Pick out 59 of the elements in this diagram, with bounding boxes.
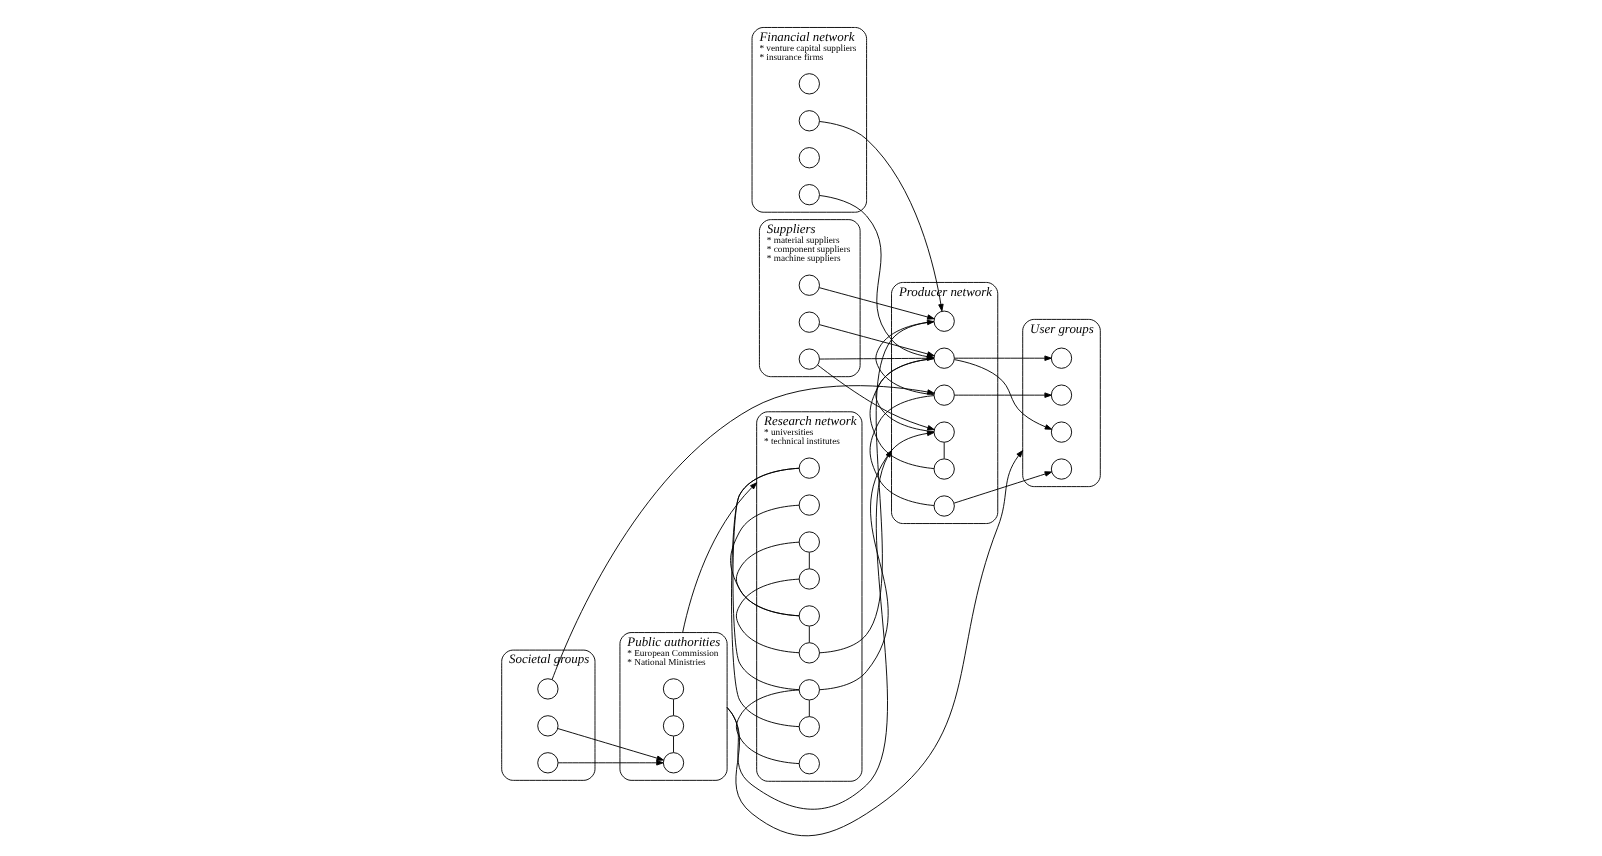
- connector: [808, 551, 810, 570]
- connector: [808, 699, 810, 717]
- connector: [869, 395, 935, 506]
- arrow: [818, 287, 935, 320]
- connector: [943, 442, 945, 460]
- node-circle: [798, 605, 820, 627]
- arrow: [954, 355, 1052, 361]
- connector: [731, 467, 800, 728]
- node-circle: [933, 495, 955, 517]
- connector: [735, 578, 800, 654]
- arrow: [817, 364, 935, 431]
- node-circle: [537, 678, 559, 700]
- node-circle: [798, 531, 820, 553]
- arrow: [953, 471, 1053, 504]
- node-circle: [798, 147, 820, 169]
- node-circle: [1050, 384, 1073, 406]
- arrow: [557, 760, 664, 766]
- node-circle: [933, 310, 955, 332]
- arrow: [954, 359, 1053, 430]
- arrow: [819, 430, 935, 691]
- node-circle: [1050, 458, 1073, 480]
- node-circle: [798, 73, 820, 95]
- node-circle: [933, 384, 955, 406]
- node-circle: [537, 715, 559, 737]
- node-circle: [798, 110, 820, 132]
- arrow: [954, 392, 1052, 398]
- connector: [869, 358, 935, 469]
- node-circle: [1050, 421, 1073, 443]
- arrow: [551, 385, 935, 681]
- arrow: [726, 450, 1024, 837]
- node-circle: [1050, 347, 1073, 369]
- node-circle: [537, 752, 559, 774]
- node-circle: [933, 421, 955, 443]
- node-circle: [798, 348, 820, 370]
- node-circle: [933, 347, 955, 369]
- node-circle: [933, 458, 955, 480]
- node-circle: [798, 184, 820, 206]
- node-circle: [662, 678, 685, 700]
- node-circle: [798, 494, 820, 516]
- connector: [673, 735, 674, 753]
- arrow: [819, 121, 944, 312]
- node-circle: [798, 274, 820, 296]
- arrow: [818, 324, 935, 357]
- node-circle: [798, 679, 820, 701]
- arrow: [726, 450, 892, 810]
- node-circle: [798, 457, 820, 479]
- node-circle: [662, 715, 685, 737]
- node-circle: [798, 753, 820, 775]
- node-circle: [662, 752, 685, 774]
- connector: [735, 689, 800, 765]
- node-circle: [798, 716, 820, 738]
- node-circle: [798, 311, 820, 333]
- connector: [673, 698, 674, 716]
- node-circle: [798, 568, 820, 590]
- node-circle: [798, 642, 820, 664]
- connector: [730, 504, 800, 617]
- arrow: [682, 482, 758, 633]
- arrow: [557, 728, 664, 761]
- connector: [808, 625, 810, 643]
